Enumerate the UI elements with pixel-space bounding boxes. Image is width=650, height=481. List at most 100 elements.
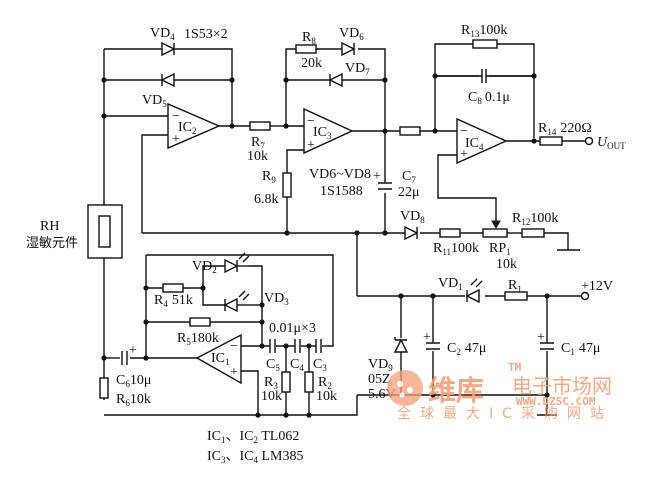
label-rp1: RP1 [489, 241, 511, 257]
svg-text:+: + [172, 132, 180, 147]
label-vd4: VD4 [150, 26, 175, 42]
svg-text:−: − [307, 114, 315, 129]
svg-text:+: + [230, 365, 238, 380]
label-vd2: VD2 [192, 259, 217, 275]
diode-vd6 [341, 41, 356, 57]
svg-text:+: + [307, 138, 315, 153]
label-rh-desc: 湿敏元件 [26, 236, 78, 251]
capacitor-c7: + [373, 169, 392, 190]
capacitor-c3 [315, 339, 322, 353]
label-r3-value: 10k [261, 389, 282, 404]
label-vd3: VD3 [264, 291, 289, 307]
resistor-r1 [504, 291, 528, 301]
label-r11: R11100k [433, 241, 479, 257]
opamp-ic3: − + [303, 107, 354, 155]
wires [103, 43, 586, 416]
label-vd5: VD5 [142, 93, 167, 109]
label-vd4-value: 1S53×2 [184, 27, 228, 42]
opamp-ic1: − + [195, 333, 242, 385]
label-r7: R7 [251, 135, 265, 151]
label-vcc: +12V [581, 279, 613, 294]
capacitor-c4 [294, 339, 301, 353]
junction-dots [101, 73, 550, 418]
resistor-r2 [304, 371, 314, 393]
label-c4: C4 [290, 357, 304, 373]
svg-text:−: − [460, 124, 468, 139]
label-r8-value: 20k [301, 56, 322, 71]
label-vd6: VD6 [339, 26, 364, 42]
label-vd1: VD1 [438, 276, 463, 292]
resistor-r3 [281, 371, 291, 393]
resistor-r13 [472, 39, 498, 49]
capacitor-c1: + [537, 330, 554, 350]
label-r6: R610k [116, 392, 151, 408]
note-line-2: IC3、IC4 LM385 [207, 449, 304, 465]
resistor-r14 [539, 136, 563, 146]
label-vd6-8-value: 1S1588 [320, 184, 363, 199]
watermark-logo-icon [387, 370, 423, 406]
label-c5: C5 [266, 357, 280, 373]
svg-text:−: − [230, 339, 238, 354]
capacitor-c2: + [423, 330, 440, 350]
label-c7: C7 [402, 169, 416, 185]
label-c7-value: 22μ [398, 185, 420, 200]
resistor-r7 [249, 121, 271, 131]
capacitor-c6: + [121, 343, 137, 365]
output-terminal [584, 136, 594, 146]
diode-vd5 [160, 72, 175, 88]
label-uout: UOUT [597, 135, 626, 151]
svg-text:+: + [129, 343, 137, 358]
resistor-r12 [521, 228, 545, 238]
resistor-r6 [99, 377, 109, 399]
resistor-r11 [439, 228, 461, 238]
resistor-r4 [162, 283, 184, 293]
capacitor-c8 [481, 69, 487, 83]
label-ic2: IC2 [178, 120, 197, 136]
label-r13: R13100k [461, 23, 507, 39]
label-vd6-8-range: VD6~VD8 [309, 167, 371, 182]
label-c3: C3 [313, 357, 327, 373]
opamp-ic4: − + [456, 117, 508, 165]
label-rh: RH [40, 219, 59, 234]
watermark: 维库 TM 电子市场网 WWW.DZSC.COM 全球最大IC采购网站 [387, 361, 613, 422]
label-r5: R5180k [177, 331, 219, 347]
label-c6: C610μ [116, 373, 151, 389]
label-r9-value: 6.8k [254, 192, 279, 207]
watermark-slogan: 全球最大IC采购网站 [397, 405, 613, 422]
svg-text:+: + [423, 330, 431, 345]
label-r12: R12100k [512, 211, 558, 227]
power-terminal [580, 291, 590, 301]
watermark-brand: 维库 [428, 374, 484, 407]
watermark-tagline: 电子市场网 [512, 374, 612, 398]
opamp-ic2: − + [167, 102, 221, 150]
label-r1: R1 [508, 278, 522, 294]
capacitors: + + + + [121, 69, 554, 365]
capacitor-c5 [269, 339, 276, 353]
label-r9: R9 [262, 169, 276, 185]
watermark-url: WWW.DZSC.COM [516, 395, 596, 408]
zener-vd9 [393, 337, 409, 353]
resistor-r5 [189, 317, 211, 327]
label-r2-value: 10k [316, 389, 337, 404]
resistor-r8 [295, 44, 317, 54]
labels: VD4 1S53×2 VD5 IC2 R7 10k R8 20k VD6 VD7… [26, 23, 626, 465]
svg-text:+: + [460, 147, 468, 162]
label-ic4: IC4 [465, 136, 484, 152]
resistors [87, 39, 563, 399]
led-vd2 [224, 252, 250, 274]
label-ic1: IC1 [211, 351, 230, 367]
label-r8: R8 [302, 30, 316, 46]
label-ic3: IC3 [313, 125, 332, 141]
diodes [160, 41, 483, 353]
diode-vd7 [328, 72, 343, 88]
svg-text:−: − [172, 109, 180, 124]
label-vd7: VD7 [345, 61, 370, 77]
led-vd3 [223, 290, 250, 313]
label-rp1-value: 10k [496, 257, 517, 272]
watermark-tm: TM [508, 361, 522, 374]
